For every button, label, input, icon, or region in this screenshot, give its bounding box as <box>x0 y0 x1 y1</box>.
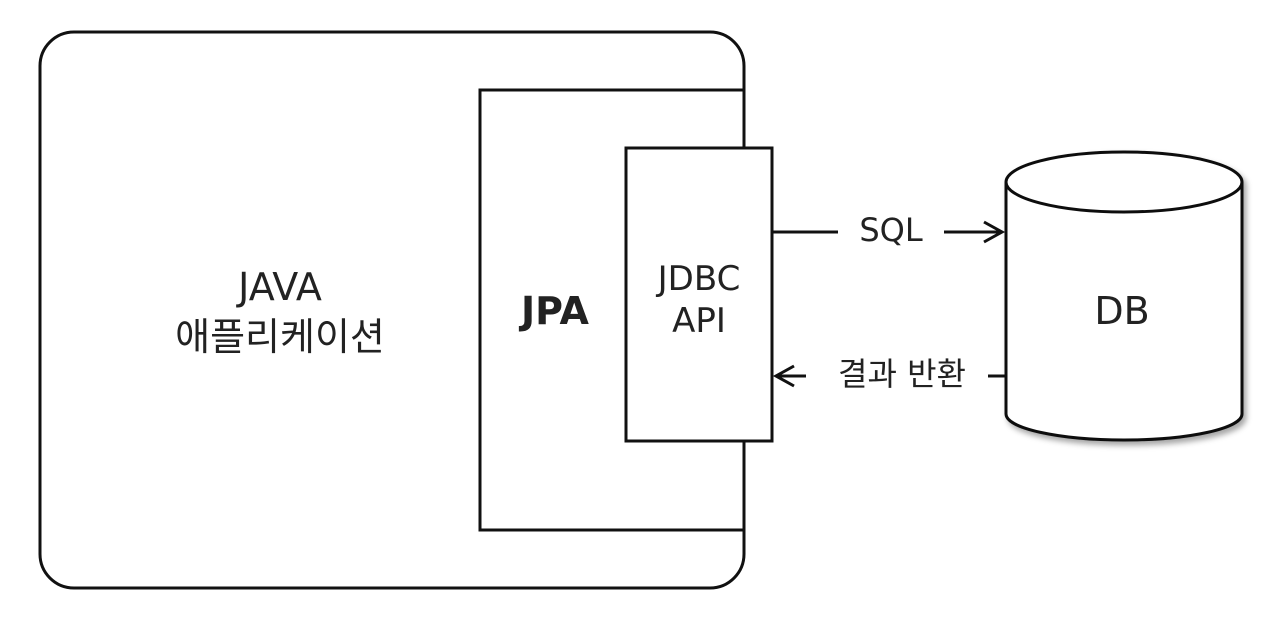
java-application-title: JAVA 애플리케이션 <box>150 262 410 362</box>
jdbc-api-box <box>624 146 774 443</box>
database-cylinder-body <box>1004 182 1244 442</box>
jdbc-api-label-line2: API <box>672 301 726 341</box>
jdbc-api-label: JDBC API <box>628 258 770 342</box>
sql-arrowhead <box>983 220 1006 244</box>
java-application-title-line2: 애플리케이션 <box>175 315 385 359</box>
sql-arrow-label: SQL <box>846 214 936 246</box>
jdbc-api-label-line1: JDBC <box>657 259 741 299</box>
result-arrow-label: 결과 반환 <box>822 358 982 390</box>
database-label: DB <box>1094 289 1150 333</box>
result-arrowhead <box>772 364 795 388</box>
jpa-label: JPA <box>521 289 589 333</box>
java-application-title-line1: JAVA <box>238 265 322 309</box>
database-cylinder-top <box>1004 150 1244 214</box>
database-cylinder <box>1004 150 1244 442</box>
jpa-box-outline <box>478 88 744 532</box>
